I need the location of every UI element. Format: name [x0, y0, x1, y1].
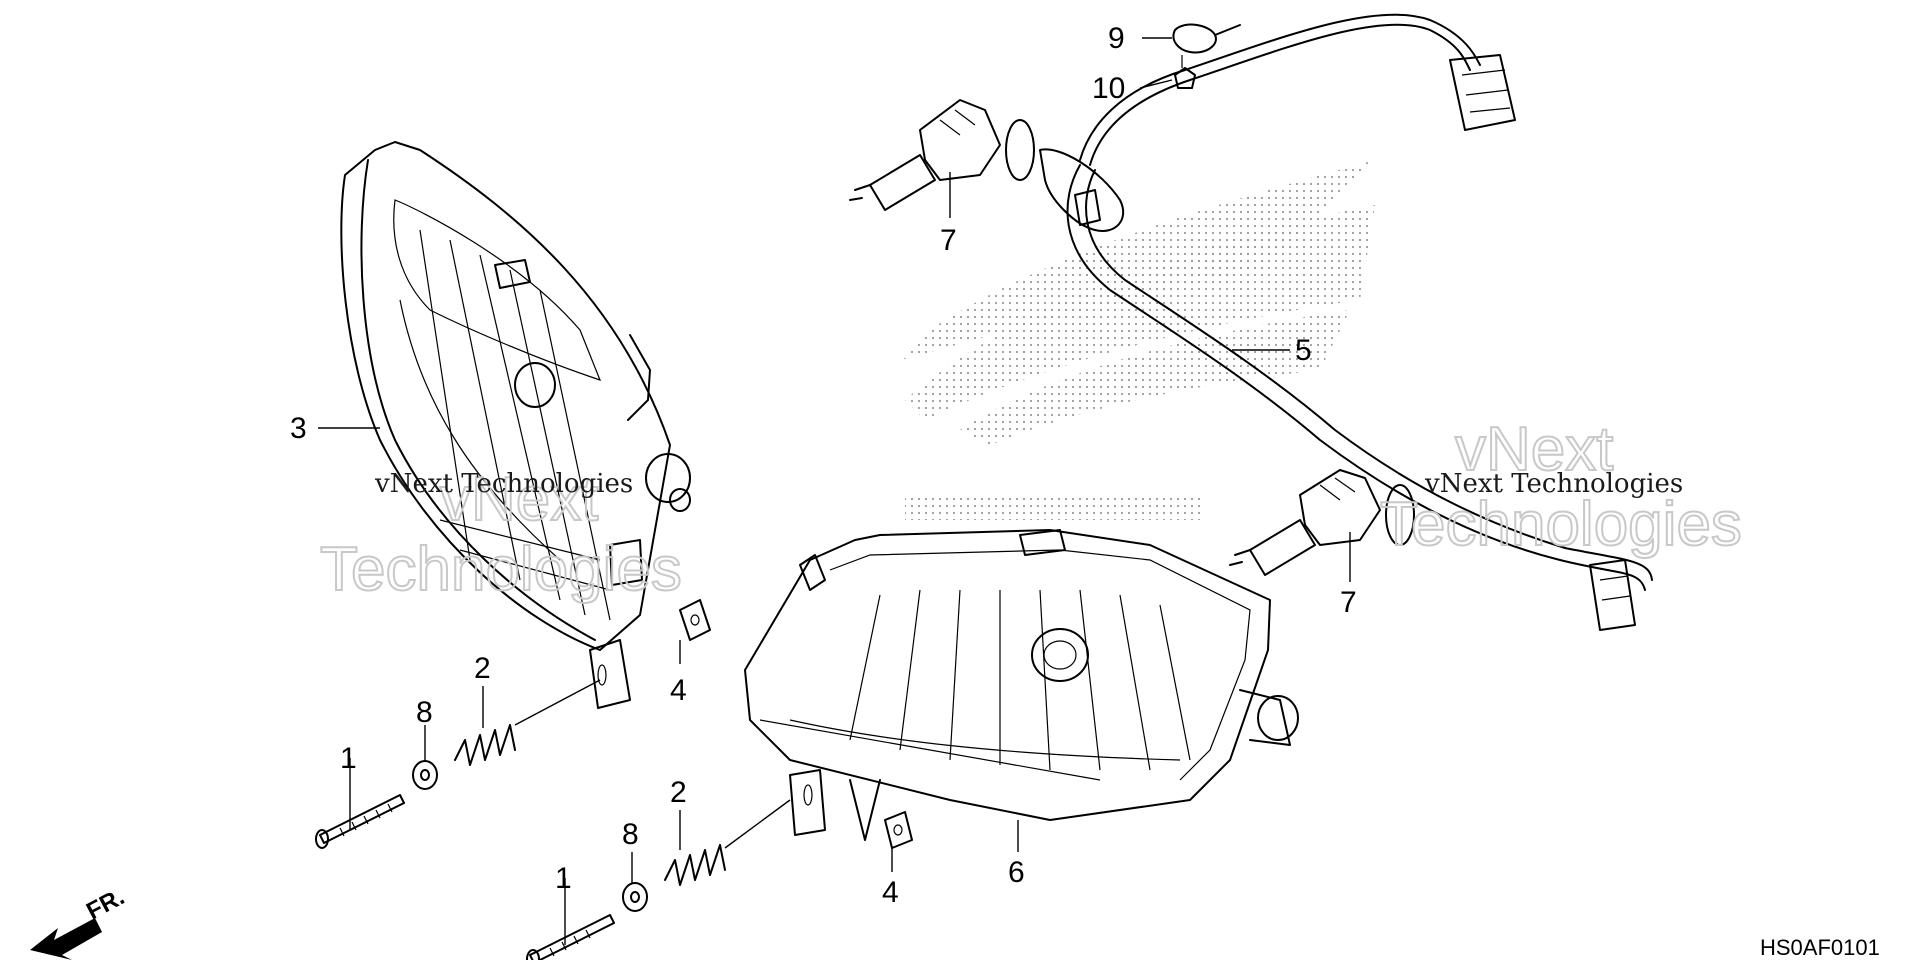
- part-label-1-right: 1: [555, 862, 572, 895]
- watermark-line1-left: vNext: [440, 465, 598, 534]
- front-direction-marker: FR.: [30, 883, 129, 960]
- watermark-line2-right: Technologies: [1380, 490, 1742, 559]
- part-label-8-right: 8: [622, 818, 639, 851]
- hardware-right: [526, 811, 913, 960]
- part-label-4-left: 4: [670, 674, 687, 707]
- part-label-7-upper: 7: [940, 224, 957, 257]
- headlight-left: [340, 141, 691, 709]
- bulb-upper: [849, 99, 1035, 211]
- headlight-right: [744, 529, 1299, 841]
- part-callouts: 3 1 8 2 4 1 8 2 4 6 7 7 5 9 10: [290, 22, 1357, 909]
- watermark-small-left: vNext Technologies: [374, 469, 633, 499]
- part-label-5: 5: [1295, 334, 1312, 367]
- front-arrow-icon: [30, 918, 102, 960]
- leader-lines: [318, 37, 1351, 945]
- part-label-8-left: 8: [416, 696, 433, 729]
- background-logo: [900, 160, 1375, 520]
- watermark-line2-left: Technologies: [320, 535, 682, 604]
- part-label-2-right: 2: [670, 776, 687, 809]
- diagram-code: HS0AF0101: [1760, 935, 1880, 960]
- part-label-2-left: 2: [474, 652, 491, 685]
- watermark-small-right: vNext Technologies: [1424, 469, 1683, 499]
- watermark: vNext Technologies vNext Technologies vN…: [319, 414, 1743, 605]
- wiring-harness: [1039, 13, 1653, 631]
- part-label-1-left: 1: [340, 742, 357, 775]
- part-label-6: 6: [1008, 856, 1025, 889]
- watermark-line1-right: vNext: [1455, 415, 1613, 484]
- part-label-4-right: 4: [882, 876, 899, 909]
- part-label-7-lower: 7: [1340, 586, 1357, 619]
- bulb-lower: [1229, 469, 1415, 576]
- part-label-9: 9: [1108, 22, 1125, 55]
- fr-label: FR.: [82, 883, 129, 925]
- part-label-3: 3: [290, 412, 307, 445]
- part-label-10: 10: [1092, 72, 1125, 105]
- hardware-left: [315, 599, 711, 849]
